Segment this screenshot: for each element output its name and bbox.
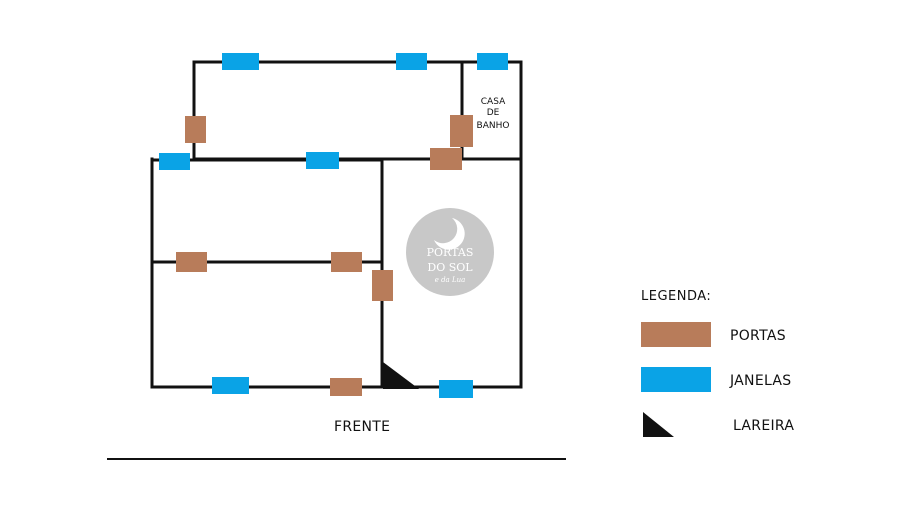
legend-windows-label: JANELAS [729, 373, 791, 389]
wall-lower-left [150, 157, 384, 389]
legend-door-swatch [641, 322, 711, 347]
window [439, 380, 473, 398]
bathroom-label: CASA DE BANHO [477, 97, 510, 131]
logo-text-line1: PORTAS [427, 246, 474, 259]
bathroom-label-line: CASA [481, 97, 506, 107]
window [222, 53, 259, 70]
logo-text-line3: e da Lua [435, 276, 466, 284]
door [185, 116, 206, 143]
door [330, 378, 362, 396]
window [159, 153, 190, 170]
front-label: FRENTE [334, 419, 390, 435]
logo-text-line2: DO SOL [427, 261, 473, 274]
wall-right-room [380, 157, 523, 389]
window [477, 53, 508, 70]
window [212, 377, 249, 394]
door [372, 270, 393, 301]
door [176, 252, 207, 272]
legend-fireplace-label: LAREIRA [733, 418, 794, 434]
window [396, 53, 427, 70]
logo-watermark: PORTAS DO SOL e da Lua [406, 208, 494, 296]
windows [159, 53, 508, 398]
legend-title: LEGENDA: [641, 289, 711, 304]
fireplace-symbol [383, 362, 419, 389]
doors [176, 115, 473, 396]
moon-icon [434, 218, 465, 250]
legend-window-swatch [641, 367, 711, 392]
door [331, 252, 362, 272]
window [306, 152, 339, 169]
legend-fireplace-icon [643, 412, 674, 437]
bathroom-label-line: DE [487, 108, 500, 118]
legend: LEGENDA: PORTAS JANELAS LAREIRA [641, 289, 794, 437]
door [430, 148, 462, 170]
bathroom-label-line: BANHO [477, 121, 510, 131]
door [450, 115, 473, 147]
legend-doors-label: PORTAS [730, 328, 786, 344]
